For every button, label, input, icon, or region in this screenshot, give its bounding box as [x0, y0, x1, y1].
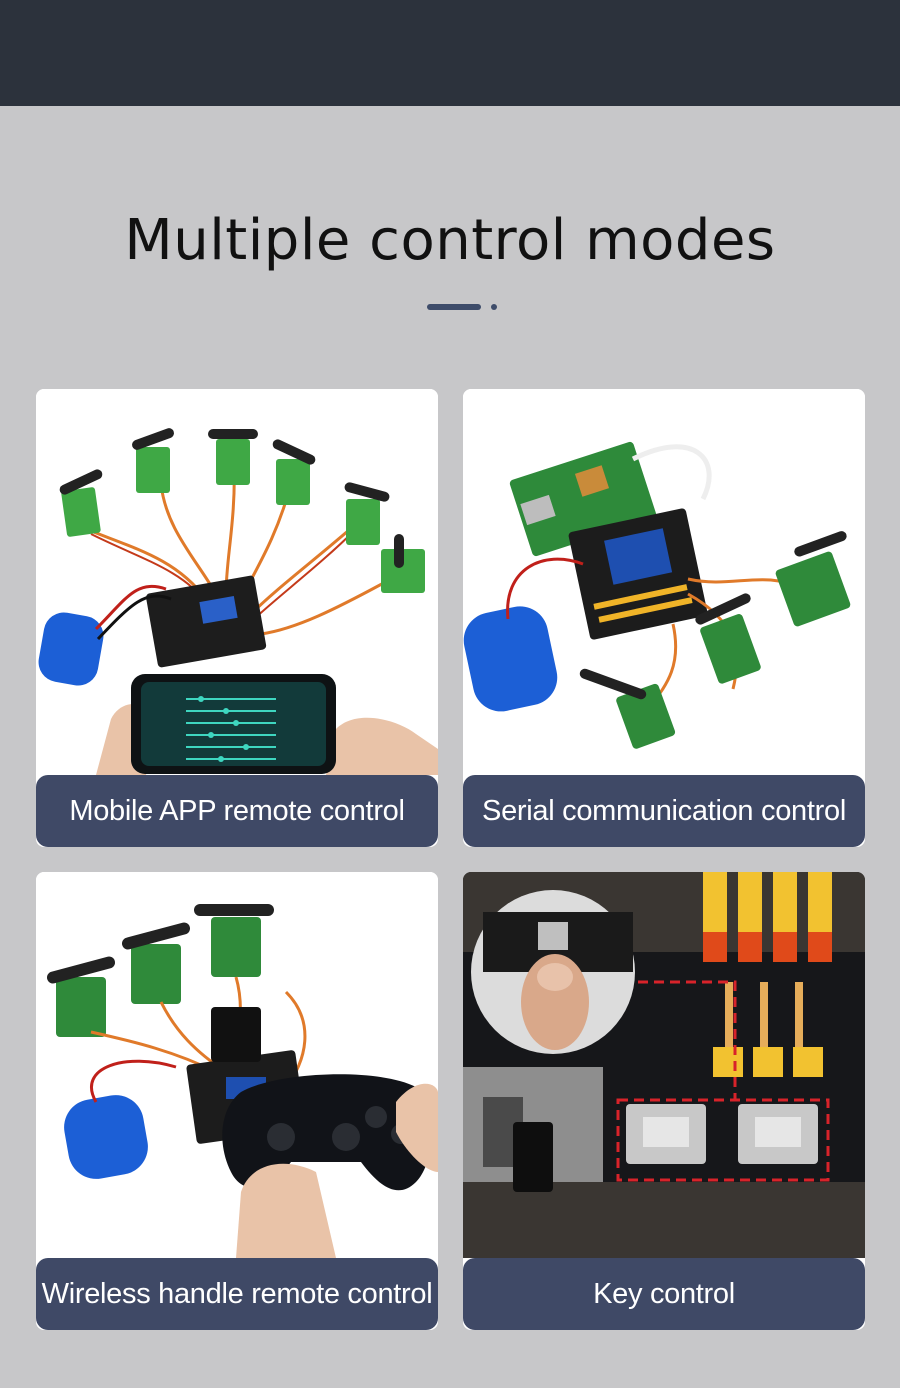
mobile-app-photo — [36, 389, 438, 775]
card-wireless-handle: Wireless handle remote control — [36, 872, 438, 1330]
wireless-handle-photo — [36, 872, 438, 1258]
serial-communication-photo — [463, 389, 865, 775]
card-mobile-app: Mobile APP remote control — [36, 389, 438, 847]
page-title: Multiple control modes — [124, 208, 776, 273]
card-caption: Wireless handle remote control — [36, 1258, 438, 1330]
title-divider-dot — [491, 304, 497, 310]
top-banner — [0, 0, 900, 106]
card-caption: Serial communication control — [463, 775, 865, 847]
key-control-photo — [463, 872, 865, 1258]
card-caption: Mobile APP remote control — [36, 775, 438, 847]
card-key-control: Key control — [463, 872, 865, 1330]
card-caption: Key control — [463, 1258, 865, 1330]
card-serial-communication: Serial communication control — [463, 389, 865, 847]
title-divider-bar — [427, 304, 481, 310]
